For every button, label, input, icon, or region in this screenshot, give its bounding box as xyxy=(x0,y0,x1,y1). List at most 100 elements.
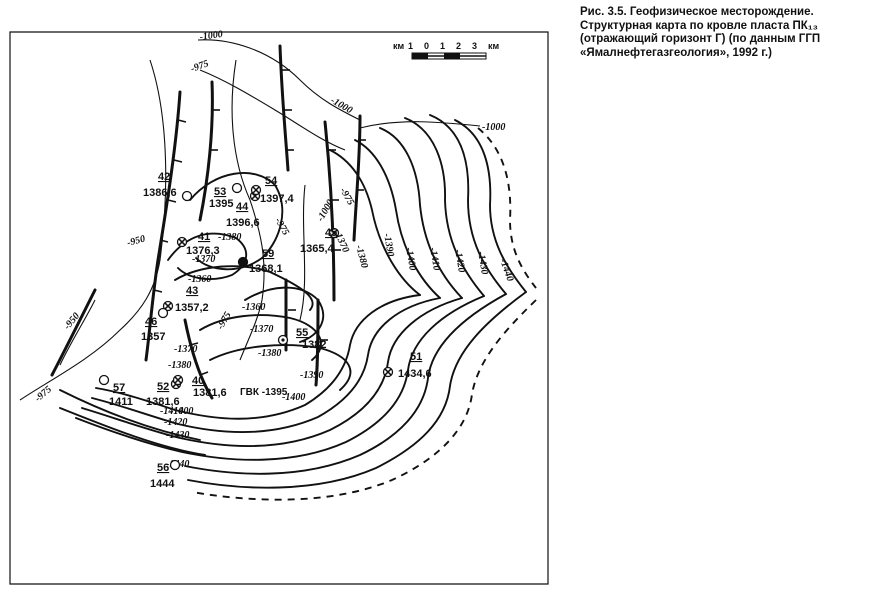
well-depth: 1396,6 xyxy=(226,217,260,229)
caption-line: «Ямалнефтегазгеология», 1992 г.) xyxy=(580,46,772,59)
map-boundary xyxy=(9,31,549,585)
isoline-label: -1410 xyxy=(160,406,183,417)
well-depth: 1376,3 xyxy=(186,245,220,257)
well-number: 44 xyxy=(236,201,249,213)
well-43: 43 1357,2 xyxy=(162,285,209,314)
well-number: 40 xyxy=(192,375,204,387)
well-number: 45 xyxy=(325,227,337,239)
caption-line: Рис. 3.5. Геофизическое месторождение. xyxy=(580,6,814,18)
isoline-label: -1360 xyxy=(242,302,265,313)
well-number: 55 xyxy=(296,327,308,339)
isoline-label: -1370 xyxy=(250,324,273,335)
well-42: 42 1386,6 xyxy=(143,171,193,202)
well-number: 52 xyxy=(157,381,169,393)
well-cross-mark xyxy=(252,186,260,194)
isoline-label: -1430 xyxy=(475,251,490,276)
well-symbol xyxy=(98,374,110,386)
structural-map: км 1 0 1 2 3 км xyxy=(9,29,549,585)
scale-tick: 1 xyxy=(408,41,413,51)
shallow-isolines xyxy=(19,39,481,401)
isoline-label: -950 xyxy=(126,234,147,249)
isoline-label: -1380 xyxy=(168,360,191,371)
well-number: 57 xyxy=(113,382,125,394)
well-cross-mark xyxy=(164,302,172,310)
well-number: 54 xyxy=(265,175,278,187)
isoline-label: -975 xyxy=(337,186,356,207)
gvk-label: ГВК -1395 xyxy=(240,387,288,398)
scale-tick: 3 xyxy=(472,41,477,51)
well-depth: 1411 xyxy=(109,396,133,408)
isoline-label: -975 xyxy=(33,384,54,404)
well-number: 53 xyxy=(214,186,226,198)
isoline-label: -1380 xyxy=(353,244,370,269)
well-symbol xyxy=(231,182,243,194)
well-number: 59 xyxy=(262,248,274,260)
well-number: 41 xyxy=(198,231,210,243)
isoline-label: -1400 xyxy=(170,406,193,417)
isoline-label: -975 xyxy=(189,58,210,75)
caption-line: (отражающий горизонт Г) (по данным ГГП xyxy=(580,33,821,45)
isoline-label: -1000 xyxy=(329,95,355,116)
faults xyxy=(50,44,366,400)
isoline-label: -1370 xyxy=(192,254,215,265)
well-number: 42 xyxy=(158,171,170,183)
well-symbol xyxy=(181,190,193,202)
well-depth: 1365,4 xyxy=(300,243,335,255)
well-41: 41 1376,3 xyxy=(176,231,220,257)
isoline-label: -975 xyxy=(272,216,291,237)
well-45: 45 1365,4 xyxy=(300,227,340,255)
well-cross-mark xyxy=(174,376,182,384)
isoline-label: -1360 xyxy=(188,274,211,285)
isoline-label: -1440 xyxy=(497,257,515,283)
well-cross-mark xyxy=(384,368,392,376)
well-depth: 1357,2 xyxy=(175,302,209,314)
scale-bar: км 1 0 1 2 3 км xyxy=(393,41,500,60)
isoline-label: -1390 xyxy=(381,233,396,258)
well-depth: 1397,4 xyxy=(260,193,295,205)
well-cross-mark xyxy=(330,229,338,237)
well-cross-mark xyxy=(178,238,186,246)
main-isolines xyxy=(59,114,537,501)
well-number: 46 xyxy=(145,316,157,328)
isoline-label: -1370 xyxy=(174,344,197,355)
well-54: 54 1397,4 xyxy=(250,175,295,205)
well-57: 57 1411 xyxy=(98,374,133,408)
well-depth: 1382 xyxy=(302,339,326,351)
isoline-label: -1420 xyxy=(452,249,467,274)
isoline-label: -1390 xyxy=(300,370,323,381)
isoline-label: -1380 xyxy=(258,348,281,359)
isoline-label: -1400 xyxy=(403,247,418,272)
isoline-label: -1400 xyxy=(282,392,305,403)
isoline-label: -975 xyxy=(215,310,234,331)
scale-tick: 0 xyxy=(424,41,429,51)
isoline-label: -1430 xyxy=(166,430,189,441)
well-depth: 1381,6 xyxy=(146,396,180,408)
figure-caption: Рис. 3.5. Геофизическое месторождение. С… xyxy=(580,6,862,60)
well-symbol xyxy=(169,459,181,471)
scale-unit-right: км xyxy=(488,41,500,51)
well-symbol xyxy=(157,307,169,319)
caption-line: Структурная карта по кровле пласта ПК₁₃ xyxy=(580,19,818,32)
scale-unit-left: км xyxy=(393,41,405,51)
isoline-label: -1380 xyxy=(218,232,241,243)
well-number: 43 xyxy=(186,285,198,297)
well-depth: 1381,6 xyxy=(193,387,227,399)
well-depth: 1434,6 xyxy=(398,368,432,380)
fault-hachures xyxy=(153,69,366,376)
scale-tick: 2 xyxy=(456,41,461,51)
well-depth: 1395 xyxy=(209,198,233,210)
well-depth: 1444 xyxy=(150,478,175,490)
isoline-label: -1410 xyxy=(427,247,442,272)
scale-tick: 1 xyxy=(440,41,445,51)
isoline-label: -1000 xyxy=(482,122,505,133)
well-depth: 1386,6 xyxy=(143,187,177,199)
well-depth: 1357 xyxy=(141,331,165,343)
well-46: 46 1357 xyxy=(141,307,169,343)
isoline-label: -1420 xyxy=(164,417,187,428)
